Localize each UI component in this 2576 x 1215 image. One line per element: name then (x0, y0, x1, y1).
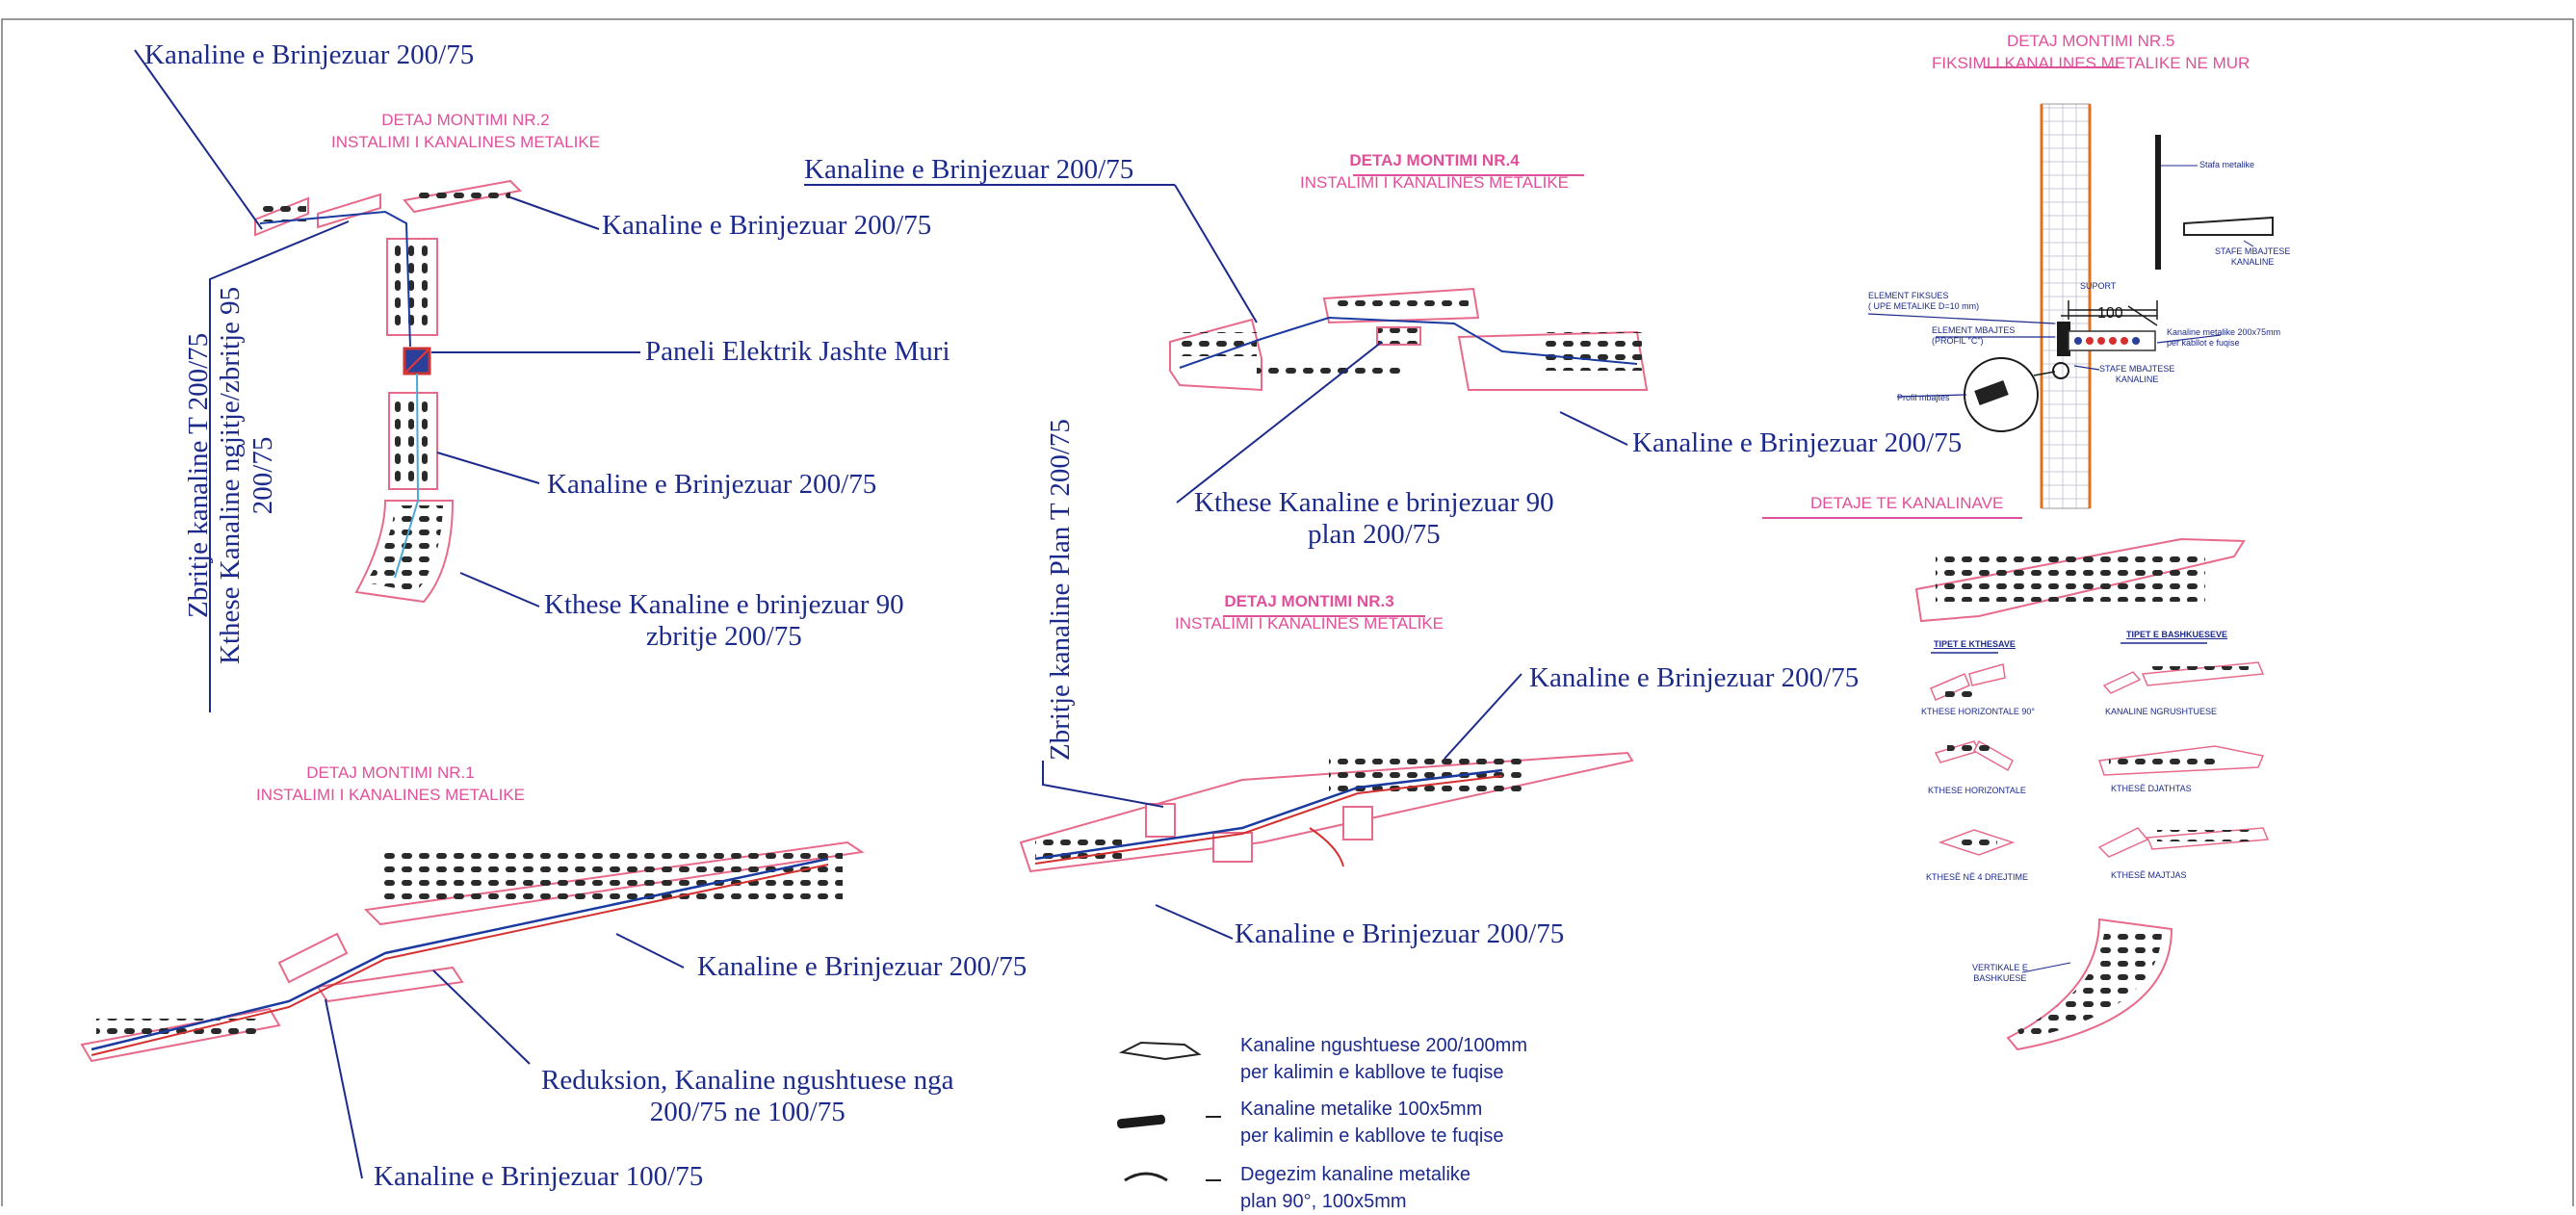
legend-item-1-line1: Kanaline ngushtuese 200/100mm (1240, 1035, 1527, 1056)
d5-mbajtes-line2: (PROFIL "C") (1932, 335, 1984, 346)
label-d4-bend-line1: Kthese Kanaline e brinjezuar 90 (1194, 487, 1554, 518)
label-d1-right: Kanaline e Brinjezuar 200/75 (697, 951, 1028, 982)
detail3-subtitle: INSTALIMI I KANALINES METALIKE (1175, 613, 1444, 633)
legend-item-3: Degezim kanaline metalike plan 90°, 100x… (1240, 1161, 1470, 1215)
detail4-title-text: DETAJ MONTIMI NR.4 (1349, 151, 1520, 169)
fitting-types-drawing (1930, 642, 2270, 1051)
detail4-drawing (804, 174, 1649, 504)
label-d1-bottom: Kanaline e Brinjezuar 100/75 (374, 1161, 704, 1192)
label-d2-mid: Kanaline e Brinjezuar 200/75 (547, 469, 877, 500)
legend-item-2-line1: Kanaline metalike 100x5mm (1240, 1099, 1483, 1120)
legend-item-3-line2: plan 90°, 100x5mm (1240, 1191, 1407, 1212)
d5-suport-label: SUPORT (2080, 281, 2117, 291)
d5-stafe-line1: STAFE MBAJTESE (2215, 246, 2291, 256)
detail3-drawing (1019, 615, 1634, 940)
detail2-drawing (134, 49, 640, 712)
legend-item-1-line2: per kalimin e kabllove te fuqise (1240, 1062, 1504, 1083)
d5-bottom-title: DETAJE TE KANALINAVE (1810, 494, 2004, 512)
label-d4-bend: Kthese Kanaline e brinjezuar 90 plan 200… (1194, 487, 1554, 552)
detail5-drawing (1762, 66, 2274, 519)
type-vertical-line1: VERTIKALE E (1972, 963, 2028, 972)
d5-kanaline-line1: Kanaline metalike 200x75mm (2167, 327, 2281, 337)
tray-overview-drawing (1914, 537, 2246, 623)
label-d2-top-left: Kanaline e Brinjezuar 200/75 (144, 39, 475, 70)
d5-stafe-line2: KANALINE (2230, 256, 2275, 267)
detail2-title-text: DETAJ MONTIMI NR.2 (381, 111, 550, 129)
label-d1-red-line1: Reduksion, Kanaline ngushtuese nga (541, 1065, 954, 1096)
label-d3-top: Kanaline e Brinjezuar 200/75 (1529, 662, 1860, 693)
label-d3-bottom: Kanaline e Brinjezuar 200/75 (1235, 918, 1565, 949)
type-item-1: KTHESE HORIZONTALE 90° (1921, 707, 2035, 716)
d5-kanaline-line2: per kabllot e fuqise (2167, 337, 2240, 348)
detail3-title-text: DETAJ MONTIMI NR.3 (1224, 592, 1394, 610)
label-d2-panel: Paneli Elektrik Jashte Muri (645, 336, 950, 367)
label-d2-vert-line3: 200/75 (247, 436, 278, 515)
types-col2-title: TIPET E BASHKUESEVE (2126, 630, 2228, 639)
d5-stafe-mbajtese-2: STAFE MBAJTESE KANALINE (2099, 364, 2174, 385)
d5-element-mbajtes: ELEMENT MBAJTES (PROFIL "C") (1932, 325, 2015, 347)
d5-stafe2-line1: STAFE MBAJTESE (2099, 364, 2175, 374)
detail3-title: DETAJ MONTIMI NR.3 INSTALIMI I KANALINES… (1175, 591, 1444, 635)
legend-icons (1117, 1041, 1221, 1182)
label-d3-vertical: Zbritje kanaline Plan T 200/75 (1045, 419, 1077, 761)
label-d2-vert-line1: Zbritje kanaline T 200/75 (183, 332, 214, 618)
d5-fiksues-line1: ELEMENT FIKSUES (1868, 291, 1949, 300)
legend-item-2-line2: per kalimin e kabllove te fuqise (1240, 1125, 1504, 1147)
label-d2-right: Kanaline e Brinjezuar 200/75 (602, 210, 932, 241)
label-d4-bend-line2: plan 200/75 (1307, 519, 1441, 551)
label-d2-vert-line2: Kthese Kanaline ngjitje/zbritje 95 (215, 286, 247, 664)
d5-fiksues-line2: ( UPE METALIKE D=10 mm) (1868, 300, 1980, 311)
label-d1-red-line2: 200/75 ne 100/75 (649, 1097, 846, 1128)
detail1-drawing (80, 840, 865, 1179)
d5-kanaline-metalike: Kanaline metalike 200x75mm per kabllot e… (2167, 327, 2280, 349)
legend-item-2: Kanaline metalike 100x5mm per kalimin e … (1240, 1096, 1503, 1150)
label-d1-reduction: Reduksion, Kanaline ngushtuese nga 200/7… (541, 1065, 953, 1129)
d5-mbajtes-line1: ELEMENT MBAJTES (1932, 325, 2016, 335)
detail5-title: DETAJ MONTIMI NR.5 FIKSIMI I KANALINES M… (1932, 31, 2250, 75)
type-vertical-line2: BASHKUESE (1973, 972, 2027, 983)
type-item-5: KTHESË NË 4 DREJTIME (1926, 872, 2029, 882)
detail4-subtitle: INSTALIMI I KANALINES METALIKE (1300, 172, 1569, 192)
d5-stafe-mbajtese: STAFE MBAJTESE KANALINE (2215, 246, 2290, 268)
label-d3-vert-line: Zbritje kanaline Plan T 200/75 (1045, 419, 1076, 761)
detail1-subtitle: INSTALIMI I KANALINES METALIKE (256, 785, 525, 804)
label-d4-right: Kanaline e Brinjezuar 200/75 (1632, 427, 1963, 458)
detail4-title: DETAJ MONTIMI NR.4 INSTALIMI I KANALINES… (1300, 150, 1569, 194)
label-d4-top: Kanaline e Brinjezuar 200/75 (804, 154, 1134, 185)
type-vertical-label: VERTIKALE E BASHKUESE (1972, 963, 2028, 984)
detail5-subtitle: FIKSIMI I KANALINES METALIKE NE MUR (1932, 53, 2251, 72)
d5-stafa-label: Stafa metalike (2199, 160, 2255, 169)
label-d2-bend-line2: zbritje 200/75 (645, 621, 802, 653)
detail1-title: DETAJ MONTIMI NR.1 INSTALIMI I KANALINES… (256, 763, 525, 807)
d5-profil-mbajtes: Profil mbajtes (1897, 393, 1950, 402)
detail2-title: DETAJ MONTIMI NR.2 INSTALIMI I KANALINES… (331, 110, 600, 154)
d5-dimension: 100 (2097, 305, 2123, 322)
type-item-6: KTHESË MAJTJAS (2111, 870, 2187, 880)
label-d2-bend-line1: Kthese Kanaline e brinjezuar 90 (544, 589, 904, 620)
label-d2-vertical: Zbritje kanaline T 200/75 Kthese Kanalin… (183, 287, 279, 664)
legend-item-1: Kanaline ngushtuese 200/100mm per kalimi… (1240, 1032, 1527, 1086)
detail1-title-text: DETAJ MONTIMI NR.1 (306, 763, 475, 782)
d5-stafe2-line2: KANALINE (2115, 374, 2159, 384)
type-item-3: KTHESE HORIZONTALE (1928, 786, 2026, 795)
detail5-title-text: DETAJ MONTIMI NR.5 (2006, 32, 2175, 50)
types-col1-title: TIPET E KTHESAVE (1934, 639, 2016, 649)
type-item-2: KANALINE NGRUSHTUESE (2105, 707, 2218, 716)
detail2-subtitle: INSTALIMI I KANALINES METALIKE (331, 132, 600, 151)
label-d2-bend: Kthese Kanaline e brinjezuar 90 zbritje … (544, 589, 904, 654)
d5-element-fiksues: ELEMENT FIKSUES ( UPE METALIKE D=10 mm) (1868, 291, 1979, 312)
type-item-4: KTHESË DJATHTAS (2111, 784, 2192, 793)
legend-item-3-line1: Degezim kanaline metalike (1240, 1164, 1471, 1185)
